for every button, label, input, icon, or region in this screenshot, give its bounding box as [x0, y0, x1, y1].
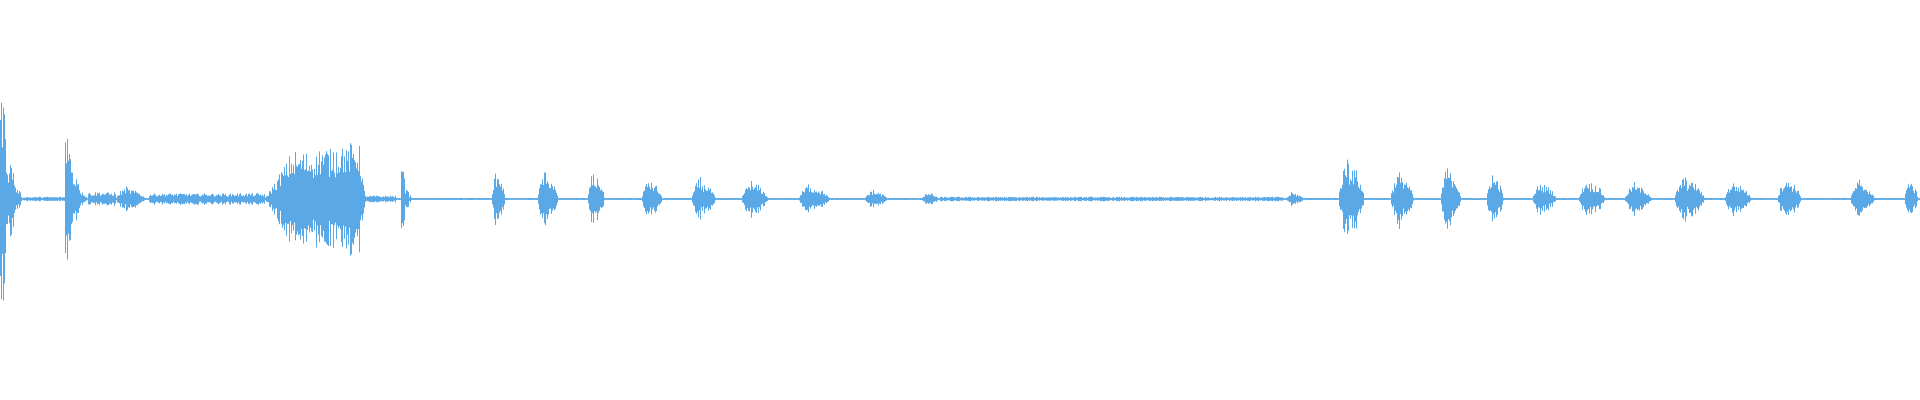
waveform-columns	[0, 102, 1920, 301]
